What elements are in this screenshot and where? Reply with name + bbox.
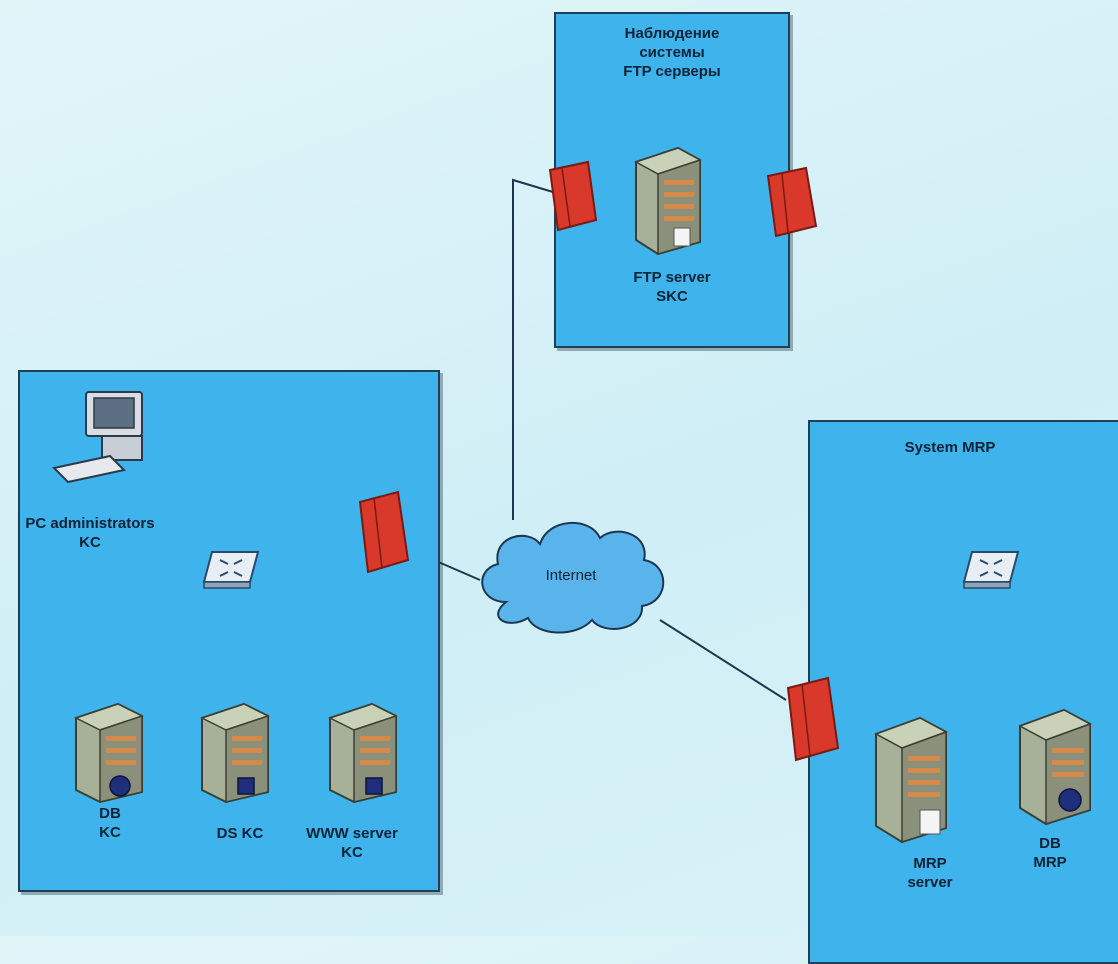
zone-mrp: System MRP MRP server DB MRP (808, 420, 1118, 964)
firewall-ftp-right-icon (764, 166, 820, 243)
zone-kc: PC administrators KC DB KC DS KC WWW ser… (18, 370, 440, 892)
firewall-ftp-left-icon (548, 160, 598, 237)
internet-label: Internet (545, 567, 597, 584)
mrp-server-label: MRP server (907, 855, 953, 891)
switch-mrp-icon (958, 548, 1024, 597)
firewall-mrp-icon (784, 676, 842, 767)
db-mrp-label: DB MRP (1033, 835, 1067, 871)
db-kc-server-icon (72, 700, 148, 809)
www-kc-server-icon (326, 700, 402, 809)
internet-cloud: Internet (466, 506, 676, 642)
zone-ftp-title: Наблюдение системы FTP серверы (623, 25, 721, 80)
link-internet-fw-mrp (659, 619, 787, 701)
ftp-server-label: FTP server SKC (633, 269, 711, 305)
ds-kc-server-icon (198, 700, 274, 809)
db-kc-label: DB KC (99, 805, 121, 841)
switch-kc-icon (198, 548, 264, 597)
ftp-server-icon (630, 144, 706, 261)
link-ftp-internet (512, 178, 554, 520)
mrp-server-icon (872, 714, 952, 849)
pc-admin-label: PC administrators KC (25, 515, 155, 551)
firewall-kc-icon (356, 490, 412, 579)
ds-kc-label: DS KC (216, 825, 264, 842)
www-kc-label: WWW server KC (306, 825, 398, 861)
db-mrp-server-icon (1016, 706, 1096, 831)
zone-mrp-title: System MRP (904, 439, 996, 456)
pc-computer-icon (51, 386, 164, 491)
